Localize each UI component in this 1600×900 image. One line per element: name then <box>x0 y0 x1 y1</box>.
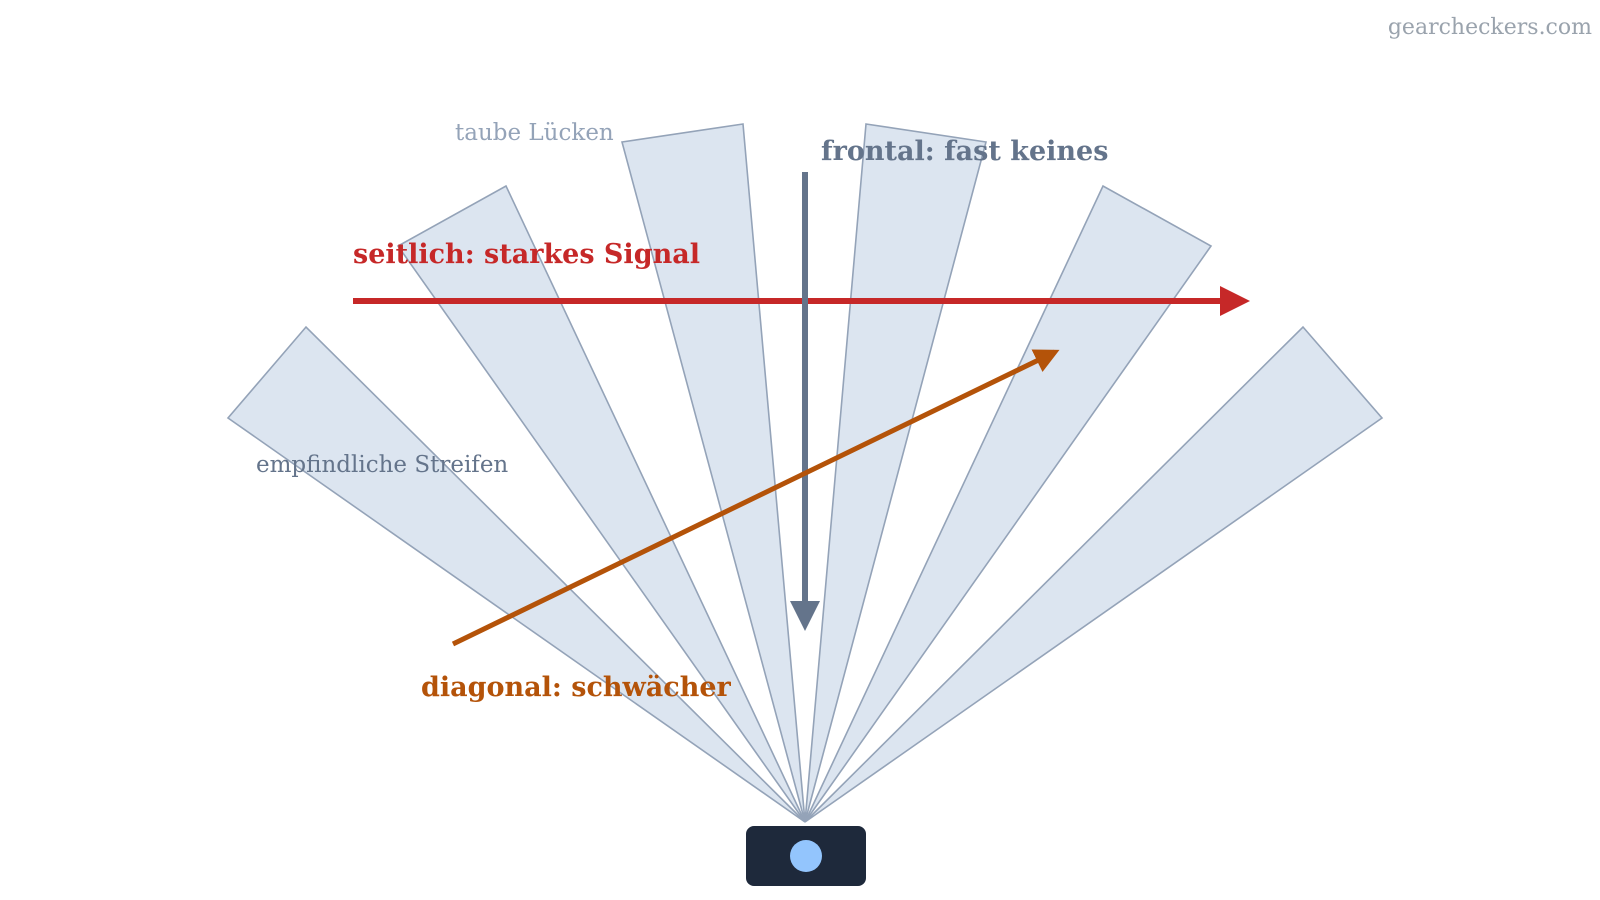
detection-zone-4 <box>804 123 988 823</box>
diagonal-arrow <box>451 349 1060 647</box>
stripes-label: empfindliche Streifen <box>256 452 508 478</box>
detection-zone-5 <box>804 184 1213 823</box>
watermark: gearcheckers.com <box>1388 15 1592 40</box>
detection-zone-1 <box>226 325 806 823</box>
detection-zone-2 <box>396 184 806 823</box>
gaps-label: taube Lücken <box>455 120 614 146</box>
sensor-lens <box>790 840 822 872</box>
motion-sensor-icon <box>746 826 866 886</box>
detection-zone-3 <box>620 123 806 823</box>
detection-zone-6 <box>804 325 1384 823</box>
diagonal-label: diagonal: schwächer <box>421 672 732 703</box>
lateral-label: seitlich: starkes Signal <box>353 239 700 270</box>
frontal-label: frontal: fast keines <box>821 136 1108 167</box>
